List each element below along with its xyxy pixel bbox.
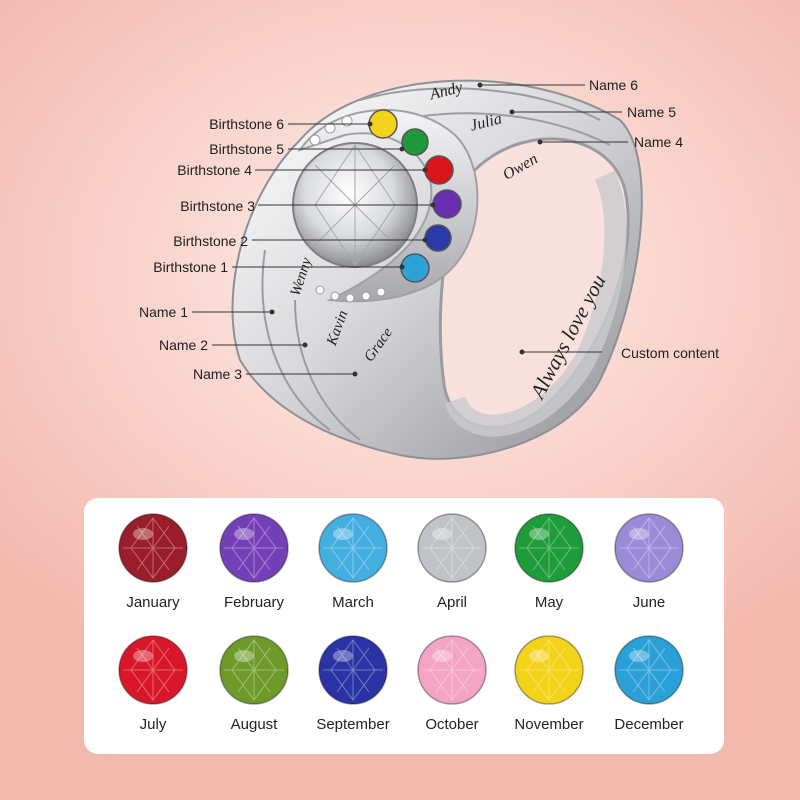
ring-stone-4 [424,155,454,185]
callout-name-1: Name 1 [138,304,188,320]
callout-name-5: Name 5 [627,104,677,120]
callout-name-3: Name 3 [192,366,242,382]
callout-custom-content: Custom content [621,345,720,361]
callout-name-6: Name 6 [589,77,639,93]
callout-birthstone-1: Birthstone 1 [153,259,228,275]
ring-inner-surface [444,170,627,437]
birthstone-month-label: March [332,594,374,611]
gem-icon [219,635,289,705]
gem-icon [417,635,487,705]
birthstone-july: July [98,634,208,733]
gem-icon [614,635,684,705]
gem-icon [614,513,684,583]
gem-icon [514,513,584,583]
birthstone-january: January [98,512,208,611]
birthstone-april: April [397,512,507,611]
ring-stone-5 [401,128,429,156]
birthstone-month-label: October [425,716,479,733]
band-groove [261,249,331,431]
pave-diamonds [309,115,386,303]
gem-icon [118,635,188,705]
birthstone-month-label: February [223,594,285,611]
callout-name-4: Name 4 [634,134,684,150]
band-groove [294,299,361,441]
callout-birthstone-2: Birthstone 2 [173,233,248,249]
callout-birthstone-6: Birthstone 6 [209,116,284,132]
birthstone-august: August [199,634,309,733]
birthstone-june: June [594,512,704,611]
ring-stone-1 [400,253,430,283]
birthstone-month-label: April [436,594,467,611]
birthstone-month-label: July [139,716,167,733]
ring-stone-3 [432,189,462,219]
callout-lines [192,82,628,377]
callout-birthstone-3: Birthstone 3 [180,198,255,214]
band-groove [359,87,601,121]
gem-icon [318,635,388,705]
birthstone-december: December [594,634,704,733]
ring-illustration: Andy Julia Owen Wenny Kavin Grace Always… [192,79,643,460]
birthstone-month-label: December [614,716,684,733]
birthstone-november: November [494,634,604,733]
birthstone-october: October [397,634,507,733]
birthstone-month-label: November [514,716,584,733]
callout-name-2: Name 2 [158,337,208,353]
ring-birthstones [368,109,462,283]
gem-icon [318,513,388,583]
gem-icon [514,635,584,705]
birthstone-month-label: June [632,594,666,611]
ring-stone-2 [424,224,452,252]
birthstone-month-label: May [534,594,564,611]
birthstone-september: September [298,634,408,733]
birthstone-month-label: January [126,594,180,611]
birthstone-march: March [298,512,408,611]
gem-icon [118,513,188,583]
callout-birthstone-5: Birthstone 5 [209,141,284,157]
callout-birthstone-4: Birthstone 4 [177,162,252,178]
birthstone-month-label: September [316,716,390,733]
gem-icon [219,513,289,583]
birthstone-month-label: August [230,716,278,733]
ring-stone-6 [368,109,398,139]
gem-icon [417,513,487,583]
birthstone-february: February [199,512,309,611]
birthstone-may: May [494,512,604,611]
